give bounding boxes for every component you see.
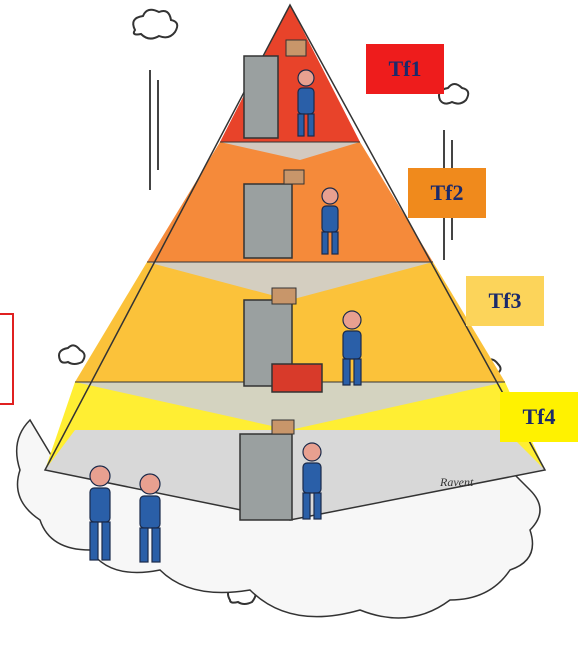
worker-base-left	[89, 465, 111, 561]
worker-tier-4	[302, 442, 322, 520]
artist-signature: Ravent	[439, 475, 474, 489]
floor-tier-3	[147, 262, 433, 300]
worker-tier-1	[297, 69, 315, 137]
red-toolbox	[271, 363, 323, 393]
cabinet-tier-1	[243, 55, 279, 139]
workers	[89, 69, 362, 563]
tier-label-tf2: Tf2	[408, 168, 486, 218]
boxes	[271, 39, 307, 435]
floor-tier-2	[220, 142, 360, 160]
tier-label-tf4: Tf4	[500, 392, 578, 442]
cabinet-tier-2	[243, 183, 293, 259]
worker-tier-2	[321, 187, 339, 255]
cabinets	[239, 55, 293, 521]
cabinet-tier-4	[239, 433, 293, 521]
tier-label-tf3: Tf3	[466, 276, 544, 326]
tier-label-tf1: Tf1	[366, 44, 444, 94]
floor-tier-base	[45, 430, 545, 520]
red-edge-frame	[0, 313, 14, 405]
worker-tier-3	[342, 310, 362, 386]
floor-tier-4	[75, 382, 505, 430]
worker-base-right	[139, 473, 161, 563]
tier-band-tf1	[220, 5, 360, 142]
